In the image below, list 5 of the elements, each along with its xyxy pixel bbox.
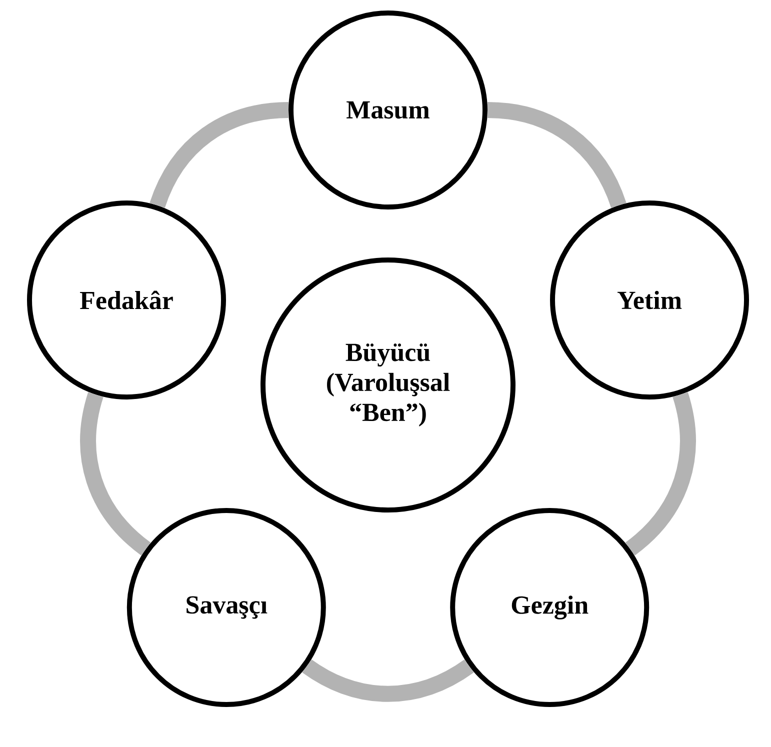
ring-arc [625, 392, 696, 556]
ring-arc [80, 392, 151, 556]
ring-arc [487, 102, 626, 208]
ring-arc [150, 102, 289, 208]
ring-arc [302, 659, 474, 702]
